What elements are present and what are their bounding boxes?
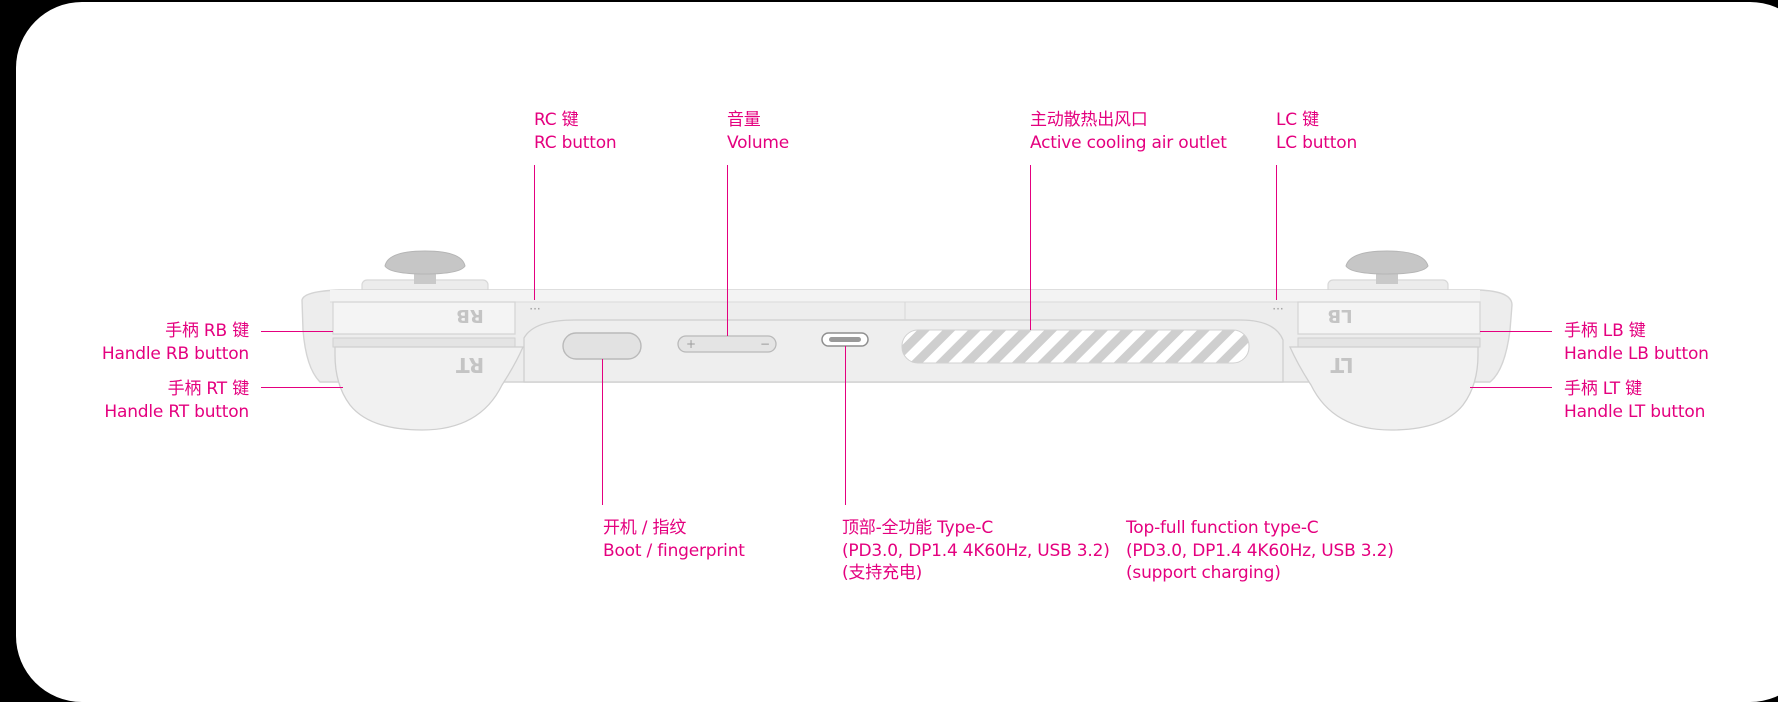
cooling-vent bbox=[901, 329, 1250, 364]
lt-leader bbox=[1470, 387, 1552, 389]
rt-leader bbox=[261, 387, 343, 389]
power-label: 开机 / 指纹 Boot / fingerprint bbox=[603, 518, 745, 561]
lt-marking: LT bbox=[1330, 353, 1353, 377]
cooling-label: 主动散热出风口 Active cooling air outlet bbox=[1030, 110, 1227, 153]
power-leader bbox=[602, 359, 604, 505]
lb-label: 手柄 LB 键 Handle LB button bbox=[1564, 321, 1709, 364]
lc-label: LC 键 LC button bbox=[1276, 110, 1358, 153]
volume-minus: − bbox=[760, 337, 770, 351]
rt-marking: RT bbox=[456, 353, 485, 377]
typec-leader bbox=[845, 346, 847, 505]
rt-label: 手柄 RT 键 Handle RT button bbox=[104, 379, 249, 422]
lc-leader bbox=[1276, 165, 1278, 300]
typec-label-en: Top-full function type-C (PD3.0, DP1.4 4… bbox=[1126, 518, 1394, 583]
rc-leader bbox=[534, 165, 536, 300]
volume-label: 音量 Volume bbox=[727, 110, 790, 153]
rb-label: 手柄 RB 键 Handle RB button bbox=[101, 321, 249, 364]
left-grip: LB LT ··· bbox=[1272, 301, 1481, 431]
volume-leader bbox=[727, 165, 729, 336]
volume-rocker bbox=[677, 335, 777, 353]
lc-dots: ··· bbox=[1272, 302, 1283, 316]
rc-label: RC 键 RC button bbox=[534, 110, 617, 153]
cooling-leader bbox=[1030, 165, 1032, 330]
handheld-device-top-view: RB RT ··· LB LT ··· + − bbox=[301, 250, 1513, 431]
rb-leader bbox=[261, 331, 333, 333]
lb-leader bbox=[1480, 331, 1552, 333]
volume-plus: + bbox=[686, 337, 696, 351]
rc-dots: ··· bbox=[529, 302, 540, 316]
lt-label: 手柄 LT 键 Handle LT button bbox=[1564, 379, 1706, 422]
left-thumbstick bbox=[1327, 250, 1449, 295]
lb-marking: LB bbox=[1327, 305, 1352, 326]
power-button bbox=[562, 332, 642, 360]
rb-marking: RB bbox=[456, 305, 484, 326]
typec-label-zh: 顶部-全功能 Type-C (PD3.0, DP1.4 4K60Hz, USB … bbox=[842, 518, 1110, 583]
right-thumbstick bbox=[361, 250, 489, 295]
right-grip: RB RT ··· bbox=[332, 301, 541, 431]
